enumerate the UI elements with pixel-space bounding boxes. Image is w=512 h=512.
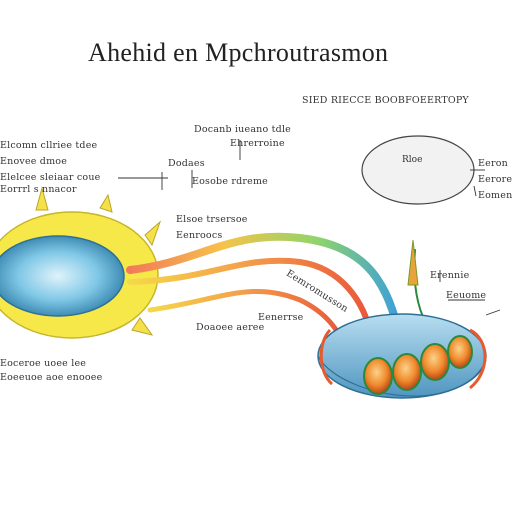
cell-body-icon	[0, 186, 162, 339]
leader-lines	[118, 140, 501, 316]
spike-marker-icon	[407, 239, 419, 286]
label-right-3: Eomen	[478, 190, 512, 201]
diagram-title: Ahehid en Mpchroutrasmon	[88, 38, 389, 67]
label-top-center-1: Docanb iueano tdle	[194, 124, 291, 135]
oval-label: Rloe	[402, 155, 422, 165]
label-left-4: Eorrrl s nnacor	[0, 184, 77, 195]
label-center-1: Elsoe trsersoe	[176, 214, 248, 225]
label-center-2: Eenroocs	[176, 230, 223, 241]
label-top-center-2: Ehrerroine	[230, 138, 285, 149]
label-right-1: Eeron	[478, 158, 508, 169]
label-bottom-left-2: Eoeeuoe aoe enooee	[0, 372, 103, 383]
label-mid-1: Dodaes	[168, 158, 205, 169]
label-bottom-center: Doaoee aeree	[196, 322, 265, 333]
label-right-mid-2: Eenerrse	[258, 312, 304, 323]
axon-curves-icon	[126, 232, 431, 353]
label-left-3: Elelcee sleiaar coue	[0, 172, 101, 183]
label-vertical: Erennie	[430, 270, 470, 281]
label-right-2: Eerore	[478, 174, 512, 185]
label-mid-2: Eosobe rdreme	[192, 176, 268, 187]
label-right-mid: Eeuome	[446, 290, 487, 301]
label-left-2: Enovee dmoe	[0, 156, 68, 167]
label-bottom-left-1: Eoceroe uoee lee	[0, 358, 87, 369]
label-top-right: SIED RIECCE BOOBFOEERTOPY	[302, 95, 469, 106]
label-left-1: Elcomn cllriee tdee	[0, 140, 98, 151]
mitochondrion-icon	[317, 313, 487, 399]
oval-vesicle-icon	[361, 135, 475, 205]
